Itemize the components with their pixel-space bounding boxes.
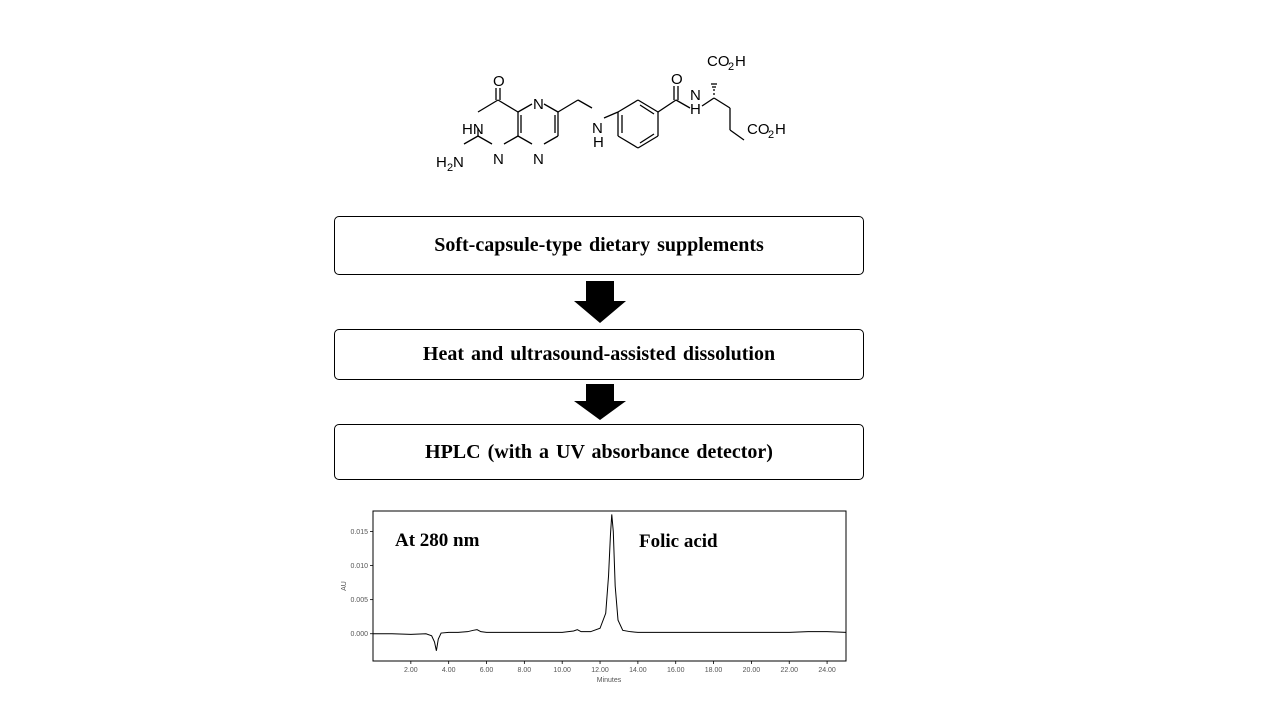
atom-n-bottom-right: N [533,151,544,168]
annotation-wavelength: At 280 nm [395,530,480,551]
x-axis-title: Minutes [597,677,622,684]
annotation-folic-acid: Folic acid [639,531,718,552]
chromatogram-trace [373,514,847,651]
x-tick-label: 14.00 [629,667,647,674]
atom-h2n-n: N [453,154,464,171]
folic-acid-structure: O HN N N N H 2 N N H O N H CO 2 H CO 2 H [436,53,786,174]
step-box-dissolution: Heat and ultrasound-assisted dissolution [334,329,864,380]
x-tick-label: 4.00 [442,667,456,674]
y-tick-label: 0.010 [350,563,368,570]
plot-frame [372,510,847,662]
atom-o-amide: O [671,71,683,88]
atom-co2h-bottom-h: H [775,121,786,138]
y-axis-ticks: 0.000 0.005 0.010 0.015 [350,529,373,638]
step-label-hplc: HPLC (with a UV absorbance detector) [425,440,773,463]
y-axis-title: AU [341,581,348,591]
y-tick-label: 0.015 [350,529,368,536]
x-tick-label: 20.00 [743,667,761,674]
step-label-supplements: Soft-capsule-type dietary supplements [434,234,764,256]
down-arrow-icon [574,384,626,420]
atom-h2n-h: H [436,154,447,171]
atom-n-top: N [533,96,544,113]
atom-nh-h: H [593,134,604,151]
x-tick-label: 2.00 [404,667,418,674]
x-tick-label: 10.00 [553,667,571,674]
atom-co2h-top-sub: 2 [728,61,734,73]
molecule-bonds [463,83,745,149]
atom-co2h-bottom-sub: 2 [768,129,774,141]
x-tick-label: 18.00 [705,667,723,674]
atom-nh-n: N [592,120,603,137]
step-box-supplements: Soft-capsule-type dietary supplements [334,216,864,275]
atom-co2h-top-co: CO [707,53,730,70]
x-tick-label: 24.00 [818,667,836,674]
atom-co2h-bottom-co: CO [747,121,770,138]
molecule-atoms: O HN N N N H 2 N N H O N H CO 2 H CO 2 H [436,53,786,174]
down-arrow-icon [574,281,626,323]
atom-n-bottom-left: N [493,151,504,168]
x-tick-label: 16.00 [667,667,685,674]
x-tick-label: 6.00 [480,667,494,674]
x-axis-ticks: 2.00 4.00 6.00 8.00 10.00 12.00 14.00 16.00 18.0… [404,661,836,674]
step-box-hplc: HPLC (with a UV absorbance detector) [334,424,864,480]
y-tick-label: 0.005 [350,597,368,604]
atom-hn: HN [462,121,484,138]
chromatogram: 2.00 4.00 6.00 8.00 10.00 12.00 14.00 16.00 18.0… [341,510,847,684]
atom-h2n-sub: 2 [447,162,453,174]
atom-amide-h: H [690,101,701,118]
atom-co2h-top-h: H [735,53,746,70]
x-tick-label: 8.00 [518,667,532,674]
x-tick-label: 22.00 [780,667,798,674]
atom-amide-n: N [690,87,701,104]
x-tick-label: 12.00 [591,667,609,674]
y-tick-label: 0.000 [350,631,368,638]
step-label-dissolution: Heat and ultrasound-assisted dissolution [422,343,776,365]
atom-o-keto: O [493,73,505,90]
